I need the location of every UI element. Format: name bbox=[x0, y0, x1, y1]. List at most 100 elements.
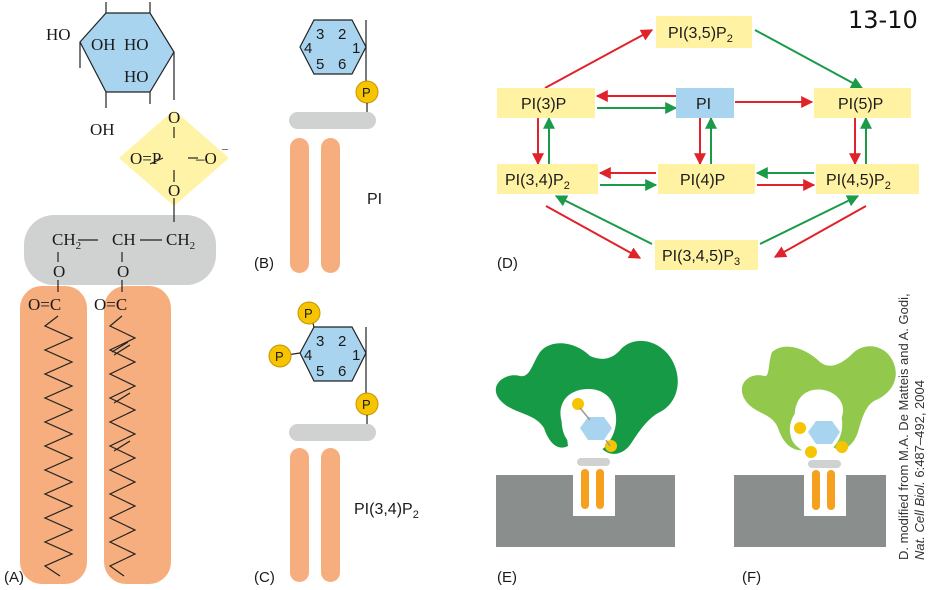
credit-ref: 6:487–492, 2004 bbox=[912, 380, 927, 482]
acyl-tail-2-bg bbox=[104, 286, 171, 584]
label-pi3p: PI(3)P bbox=[521, 96, 566, 113]
tail-f-2 bbox=[827, 470, 835, 510]
tail-f-1 bbox=[812, 470, 820, 510]
tail-c-2 bbox=[321, 448, 340, 582]
ring-b-num-2: 2 bbox=[338, 26, 346, 43]
acyl-chain-2-unsat-c bbox=[113, 440, 131, 452]
phosphate-symbol-c-3: P bbox=[304, 306, 313, 321]
label-pi45p2: PI(4,5)P2 bbox=[826, 172, 891, 192]
phosphate-circle-c-3 bbox=[297, 301, 321, 325]
image-credit: D. modified from M.A. De Matteis and A. … bbox=[896, 230, 928, 560]
phosphate-dot-f-2 bbox=[805, 446, 817, 458]
phosphate-symbol-c-1: P bbox=[362, 397, 371, 412]
phosphate-o-top: O bbox=[168, 108, 180, 127]
ring-c-num-1: 1 bbox=[352, 347, 360, 364]
box-pi3p bbox=[497, 88, 595, 118]
panel-f-protein-binding-pi34p2: (F) bbox=[734, 346, 896, 586]
protein-f bbox=[741, 346, 896, 451]
tail-c-1 bbox=[290, 448, 309, 582]
credit-line-1: D. modified from M.A. De Matteis and A. … bbox=[896, 293, 911, 560]
ring-c-num-3: 3 bbox=[316, 333, 324, 350]
phosphate-dot-f-1 bbox=[794, 422, 806, 434]
credit-journal: Nat. Cell Biol. bbox=[912, 481, 927, 560]
glycerol-bar-c bbox=[289, 424, 376, 441]
glycerol-ch2-right: CH2 bbox=[166, 230, 195, 252]
label-pi: PI bbox=[696, 96, 711, 113]
ring-b-num-5: 5 bbox=[316, 56, 324, 73]
phosphate-charge: – bbox=[221, 141, 229, 155]
acyl-chain-2 bbox=[108, 315, 137, 577]
ring-b-num-3: 3 bbox=[316, 26, 324, 43]
phosphate-o-minus: –O bbox=[195, 149, 217, 168]
panel-c-molecule-label: PI(3,4)P2 bbox=[354, 501, 419, 521]
acyl-tail-1-bg bbox=[20, 286, 87, 584]
ring-group-1: HO bbox=[46, 25, 71, 44]
ring-b-num-4: 4 bbox=[304, 40, 312, 57]
phosphate-symbol-b: P bbox=[362, 85, 371, 100]
box-pi345p3 bbox=[655, 240, 758, 270]
ring-b-num-6: 6 bbox=[338, 56, 346, 73]
panel-f-label: (F) bbox=[742, 569, 761, 586]
label-pi35p2: PI(3,5)P2 bbox=[668, 25, 733, 45]
tail-e-2 bbox=[596, 469, 604, 509]
glycerol-bar-e bbox=[577, 458, 610, 466]
ring-c-num-4: 4 bbox=[304, 347, 312, 364]
carbonyl-2: O=C bbox=[94, 295, 127, 314]
protein-e bbox=[495, 340, 678, 454]
panel-e-label: (E) bbox=[497, 569, 517, 586]
glycerol-ch: CH bbox=[112, 230, 136, 249]
panel-d-interconversion-network: PI(3,5)P2 PI(3)P PI PI(5)P PI(3,4)P2 PI(… bbox=[497, 16, 919, 272]
ester-o-2: O bbox=[117, 262, 129, 281]
phosphate-dot-f-3 bbox=[836, 441, 848, 453]
acyl-chain-2-unsat-a bbox=[113, 344, 131, 356]
ring-group-4: HO bbox=[124, 67, 149, 86]
panel-b-label: (B) bbox=[254, 255, 274, 272]
panel-d-label: (D) bbox=[497, 255, 518, 272]
ring-group-5: OH bbox=[90, 120, 115, 139]
ring-c-num-2: 2 bbox=[338, 333, 346, 350]
glycerol-ch2-left: CH2 bbox=[52, 230, 81, 252]
arrow-pi345p3-to-pi45p2 bbox=[759, 195, 860, 245]
panel-a-label: (A) bbox=[4, 569, 24, 586]
acyl-chain-2-unsat-b bbox=[113, 392, 131, 404]
panel-b-pi: 3 2 4 1 5 6 P PI (B) bbox=[254, 19, 382, 273]
box-pi bbox=[676, 88, 734, 118]
figure-number: 13-10 bbox=[848, 6, 918, 34]
panel-e-protein-binding-pi: (E) bbox=[495, 340, 678, 586]
ester-o-1: O bbox=[53, 262, 65, 281]
credit-line-2: Nat. Cell Biol. 6:487–492, 2004 bbox=[912, 230, 928, 560]
ring-group-2: OH bbox=[91, 35, 116, 54]
box-pi35p2 bbox=[656, 16, 752, 48]
label-pi345p3: PI(3,4,5)P3 bbox=[662, 248, 740, 268]
ring-b-num-1: 1 bbox=[352, 40, 360, 57]
arrow-pi35p2-to-pi5p bbox=[754, 29, 864, 89]
phosphate-o-bottom: O bbox=[168, 181, 180, 200]
glycerol-bar-b bbox=[289, 112, 376, 129]
phosphate-circle-c-4 bbox=[268, 344, 292, 368]
box-pi45p2 bbox=[816, 164, 919, 194]
box-pi5p bbox=[814, 88, 911, 118]
ring-bonds bbox=[57, 2, 198, 292]
ring-c-num-6: 6 bbox=[338, 363, 346, 380]
network-arrows bbox=[532, 29, 872, 259]
arrow-pi45p2-to-pi345p3 bbox=[773, 205, 867, 258]
acyl-chain-2-double-bonds bbox=[111, 341, 129, 353]
label-pi5p: PI(5)P bbox=[838, 96, 883, 113]
arrow-pi345p3-to-pi34p2 bbox=[554, 195, 653, 245]
ring-c-num-5: 5 bbox=[316, 363, 324, 380]
box-pi34p2 bbox=[497, 164, 598, 194]
acyl-chain-1 bbox=[43, 315, 74, 577]
tail-b-2 bbox=[321, 138, 340, 273]
phosphate-dot-e-1 bbox=[572, 398, 584, 410]
panel-c-pi34p2: P P 3 2 4 1 5 6 P PI(3,4)P2 (C) bbox=[254, 301, 419, 586]
carbonyl-1: O=C bbox=[28, 295, 61, 314]
arrow-pi34p2-to-pi345p3 bbox=[545, 205, 642, 259]
headgroup-ring-e bbox=[580, 417, 612, 440]
tail-b-1 bbox=[290, 138, 309, 273]
label-pi34p2: PI(3,4)P2 bbox=[505, 172, 570, 192]
ring-group-3: HO bbox=[124, 35, 149, 54]
box-pi4p bbox=[658, 164, 755, 194]
panel-b-molecule-label: PI bbox=[367, 191, 382, 208]
